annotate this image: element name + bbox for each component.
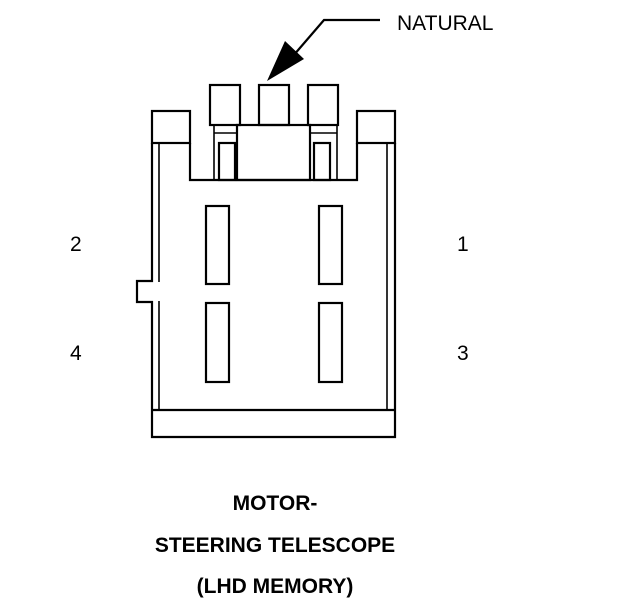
pin-3-cavity <box>317 301 344 384</box>
pin-number-1: 1 <box>457 233 469 256</box>
callout-arrowhead <box>267 41 304 81</box>
pin-number-3: 3 <box>457 342 469 365</box>
connector-body <box>135 83 397 439</box>
color-callout-label: NATURAL <box>397 12 493 35</box>
caption-line-1: MOTOR- <box>233 492 318 515</box>
pin-4-cavity <box>204 301 231 384</box>
pin-number-4: 4 <box>70 342 82 365</box>
pin-2-cavity <box>204 204 231 286</box>
caption-line-2: STEERING TELESCOPE <box>155 534 395 557</box>
natural-callout-leader <box>267 18 380 81</box>
pin-1-cavity <box>317 204 344 286</box>
caption-line-3: (LHD MEMORY) <box>197 575 354 598</box>
pin-number-2: 2 <box>70 233 82 256</box>
